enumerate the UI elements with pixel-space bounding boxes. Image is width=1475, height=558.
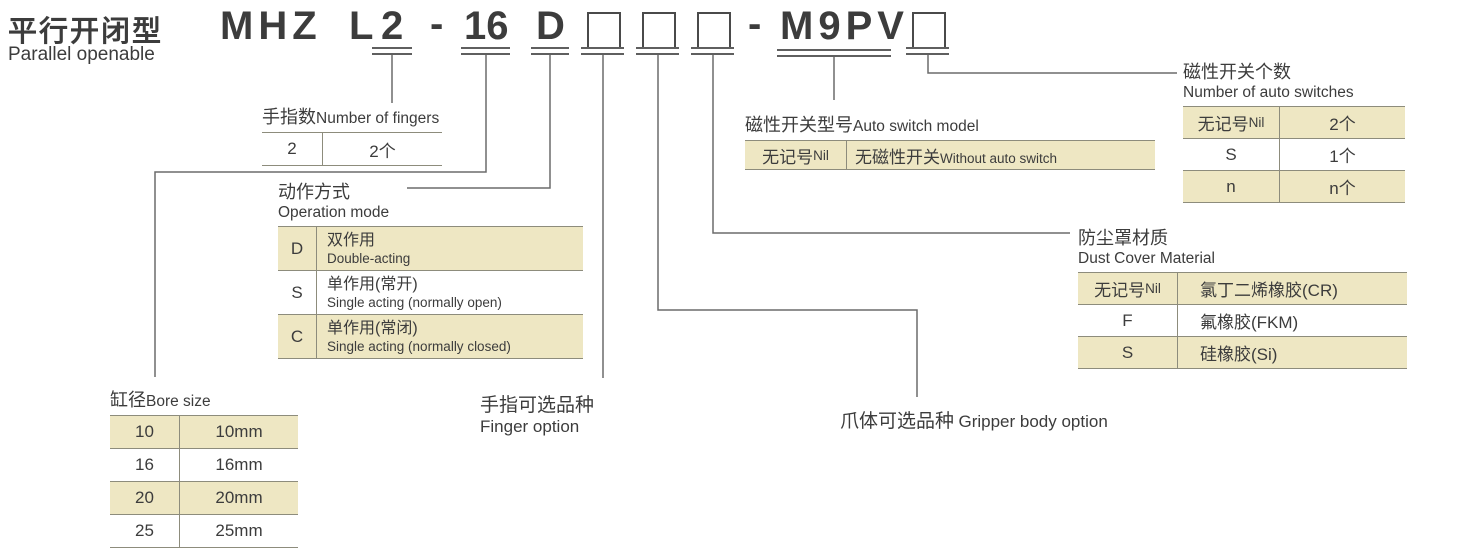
- line-switch-count: [927, 53, 1177, 74]
- table-row: n n个: [1183, 171, 1405, 203]
- code-switch-model: M9PV: [780, 4, 909, 48]
- table-row: S 1个: [1183, 139, 1405, 171]
- table-row: 2 2个: [262, 133, 442, 166]
- underline-finger-box: [581, 47, 624, 55]
- code-dash-2: -: [748, 2, 762, 46]
- bore-size-table: 缸径Bore size 10 10mm 16 16mm 20 20mm 25 2…: [110, 386, 298, 548]
- underline-gripper-box: [636, 47, 679, 55]
- code-series: MHZ: [220, 4, 322, 48]
- bore-table-title: 缸径Bore size: [110, 390, 211, 410]
- code-bore: 16: [464, 4, 509, 48]
- underline-bore: [461, 47, 510, 55]
- operation-table-title: 动作方式 Operation mode: [278, 182, 390, 221]
- fingers-table-title: 手指数Number of fingers: [262, 107, 440, 127]
- line-gripper-option: [657, 53, 918, 397]
- table-row: D 双作用 Double-acting: [278, 227, 583, 271]
- table-row: F 氟橡胶(FKM): [1078, 305, 1407, 337]
- finger-option-box: [587, 12, 621, 49]
- table-row: 16 16mm: [110, 449, 298, 482]
- code-operation: D: [536, 4, 565, 48]
- code-fingers: 2: [381, 4, 404, 48]
- underline-operation: [531, 47, 569, 55]
- code-dash-1: -: [430, 2, 444, 46]
- dust-option-box: [697, 12, 731, 49]
- switch-count-table-title: 磁性开关个数 Number of auto switches: [1183, 62, 1354, 101]
- fingers-table: 手指数Number of fingers 2 2个: [262, 103, 442, 166]
- underline-switch-model: [777, 49, 891, 57]
- switch-count-box: [912, 12, 946, 49]
- table-row: C 单作用(常闭) Single acting (normally closed…: [278, 315, 583, 359]
- gripper-option-box: [642, 12, 676, 49]
- underline-fingers: [372, 47, 412, 55]
- dust-cover-table-title: 防尘罩材质 Dust Cover Material: [1078, 228, 1215, 267]
- gripper-option-label: 爪体可选品种 Gripper body option: [840, 411, 1108, 432]
- underline-dust-box: [691, 47, 734, 55]
- page-title: 平行开闭型: [8, 16, 164, 48]
- table-row: 20 20mm: [110, 482, 298, 515]
- operation-mode-table: 动作方式 Operation mode D 双作用 Double-acting …: [278, 178, 583, 359]
- code-variant: L: [349, 4, 374, 48]
- auto-switch-table-title: 磁性开关型号Auto switch model: [745, 115, 979, 135]
- table-row: 10 10mm: [110, 416, 298, 449]
- table-row: S 硅橡胶(Si): [1078, 337, 1407, 369]
- table-row: S 单作用(常开) Single acting (normally open): [278, 271, 583, 315]
- underline-switch-count-box: [906, 47, 949, 55]
- finger-option-label: 手指可选品种 Finger option: [480, 395, 595, 436]
- page-subtitle: Parallel openable: [8, 44, 155, 65]
- table-row: 25 25mm: [110, 515, 298, 548]
